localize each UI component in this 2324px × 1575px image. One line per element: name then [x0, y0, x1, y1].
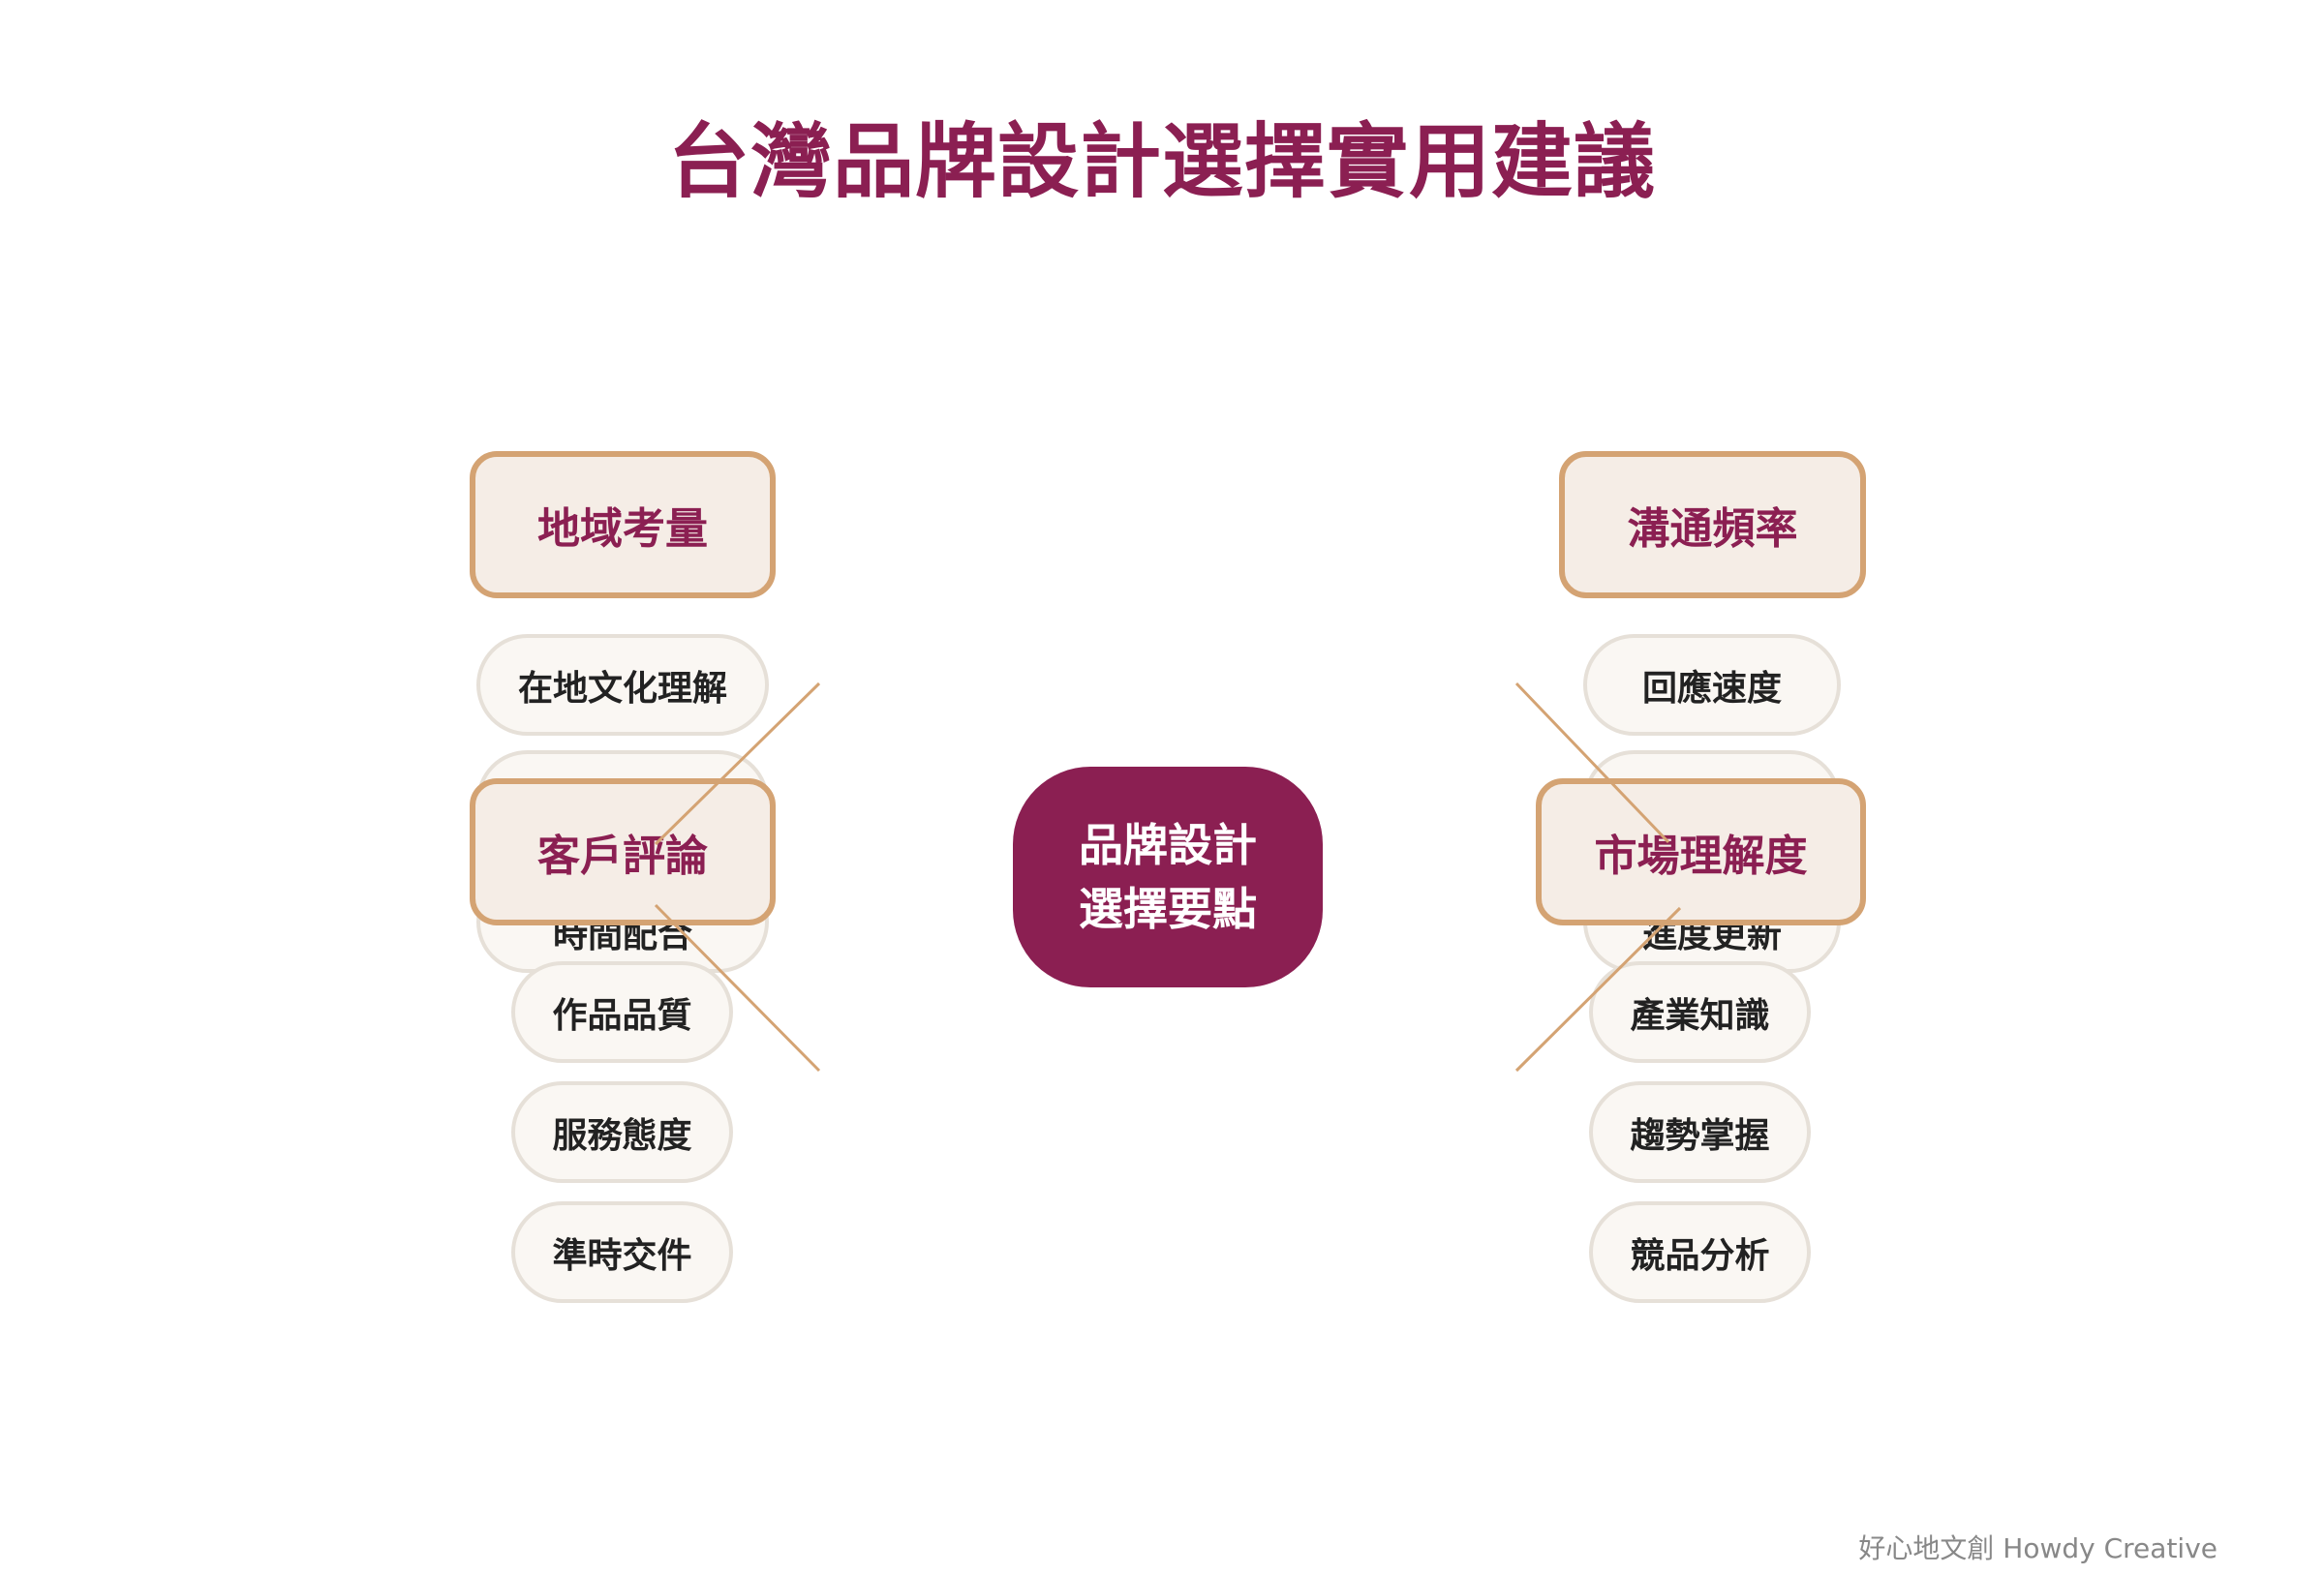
- node-item: 準時交件: [511, 1201, 733, 1303]
- node-item: 競品分析: [1589, 1201, 1811, 1303]
- node-item: 趨勢掌握: [1589, 1081, 1811, 1183]
- category-reviews: 客戶評論: [470, 778, 776, 925]
- footer-credit: 好心地文創 Howdy Creative: [1858, 1532, 2217, 1564]
- center-line-2: 選擇要點: [1079, 883, 1257, 935]
- category-market: 市場理解度: [1536, 778, 1866, 925]
- center-line-1: 品牌設計: [1079, 819, 1257, 871]
- node-item: 在地文化理解: [476, 634, 769, 736]
- category-communication: 溝通頻率: [1559, 451, 1866, 598]
- node-item: 回應速度: [1583, 634, 1841, 736]
- category-regional: 地域考量: [470, 451, 776, 598]
- center-node: 品牌設計 選擇要點: [1013, 767, 1323, 987]
- page-title: 台灣品牌設計選擇實用建議: [667, 114, 1656, 209]
- node-item: 服務態度: [511, 1081, 733, 1183]
- node-item: 作品品質: [511, 961, 733, 1063]
- node-item: 產業知識: [1589, 961, 1811, 1063]
